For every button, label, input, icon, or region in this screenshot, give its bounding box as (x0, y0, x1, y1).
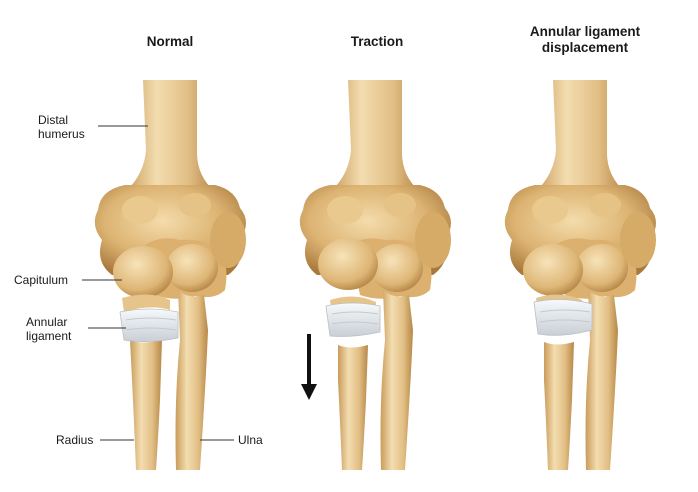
label-distal-humerus-line2: humerus (38, 127, 85, 141)
label-distal-humerus-line1: Distal (38, 113, 69, 127)
title-annular-ligament-displacement: Annular ligament displacement (505, 24, 665, 56)
label-radius: Radius (56, 433, 94, 447)
annular-ligament-normal (119, 308, 179, 342)
title-line-1: Annular ligament (529, 24, 641, 39)
label-distal-humerus: Distal humerus (38, 113, 85, 141)
down-arrow-icon (301, 334, 317, 400)
title-traction: Traction (350, 34, 404, 49)
label-ulna: Ulna (238, 433, 263, 447)
leader-lines (82, 125, 234, 441)
panel-displacement (504, 80, 656, 470)
title-line-2: displacement (541, 40, 629, 55)
label-capitulum: Capitulum (14, 273, 69, 287)
annular-ligament-traction (325, 302, 381, 337)
label-annular-ligament: Annular ligament (26, 315, 71, 343)
label-annular-ligament-line1: Annular (26, 315, 68, 329)
label-annular-ligament-line2: ligament (26, 329, 72, 343)
panel-normal (94, 80, 246, 470)
panel-traction (299, 80, 451, 470)
title-normal: Normal (146, 34, 194, 49)
annular-ligament-displaced (533, 299, 593, 336)
